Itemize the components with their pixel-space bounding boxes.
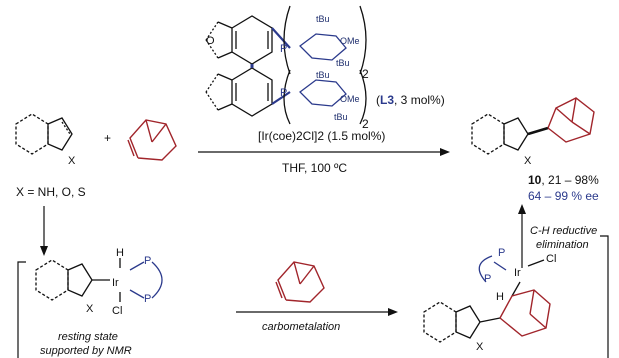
ligand-l3	[205, 5, 367, 125]
ligand-tbu-2: tBu	[336, 58, 350, 68]
carbometalation-arrow	[236, 308, 398, 316]
ligand-ome-1: OMe	[340, 36, 360, 46]
ligand-ome-2: OMe	[340, 94, 360, 104]
ligand-p-upper: P	[280, 43, 287, 55]
product-x-label: X	[524, 155, 532, 167]
product-norbornyl	[547, 97, 595, 143]
norbornene-reagent	[127, 119, 177, 161]
ligand-code: L3	[380, 93, 394, 107]
alkyl-cl-label: Cl	[546, 253, 556, 265]
alkyl-iridium-complex	[423, 255, 545, 343]
resting-state-line1: resting state	[58, 331, 118, 343]
bracket-left	[17, 261, 26, 358]
ligand-loading: , 3 mol%)	[394, 93, 445, 107]
ligand-sub-1: 2	[362, 67, 369, 81]
alkyl-p-upper: P	[498, 247, 505, 259]
main-reaction-arrow	[198, 148, 450, 156]
alkyl-norbornyl	[499, 289, 551, 337]
substrate-x-label: X	[68, 155, 76, 167]
ligand-label: (L3, 3 mol%)	[376, 93, 445, 107]
coordination-arrow	[40, 206, 48, 256]
alkyl-p-lower: P	[484, 273, 491, 285]
carbometalation-label: carbometalation	[262, 321, 340, 333]
product-ee: 64 – 99 % ee	[528, 189, 599, 203]
scope-text: X = NH, O, S	[16, 185, 86, 199]
product-structure	[471, 113, 549, 155]
reductive-elimination-line2: elimination	[536, 239, 589, 251]
alkyl-h-label: H	[496, 291, 504, 303]
reductive-elimination-line1: C-H reductive	[530, 225, 597, 237]
resting-h-label: H	[116, 247, 124, 259]
ligand-sub-2: 2	[362, 117, 369, 131]
resting-cl-label: Cl	[112, 305, 122, 317]
product-number: 10	[528, 173, 542, 187]
resting-p-upper: P	[144, 255, 151, 267]
catalyst-text: [Ir(coe)2Cl]2 (1.5 mol%)	[258, 129, 385, 143]
product-yield: 10, 21 – 98%	[528, 173, 599, 187]
alkyl-x-label: X	[476, 341, 484, 353]
substrate-heteroarene	[15, 113, 73, 155]
ligand-tbu-4: tBu	[334, 112, 348, 122]
product-yield-range: , 21 – 98%	[541, 173, 599, 187]
resting-state-complex	[35, 258, 163, 302]
reductive-elimination-arrow	[518, 204, 526, 268]
plus-sign: +	[104, 131, 111, 145]
alkyl-ir-label: Ir	[514, 267, 521, 279]
resting-state-line2: supported by NMR	[40, 345, 132, 357]
ligand-o-upper: O	[206, 35, 215, 47]
resting-x-label: X	[86, 303, 94, 315]
ligand-tbu-3: tBu	[316, 70, 330, 80]
ligand-p-lower: P	[280, 87, 287, 99]
norbornene-mid	[275, 261, 325, 303]
resting-ir-label: Ir	[112, 277, 119, 289]
resting-p-lower: P	[144, 293, 151, 305]
ligand-tbu-1: tBu	[316, 14, 330, 24]
conditions-text: THF, 100 ºC	[282, 161, 347, 175]
bracket-right	[600, 235, 609, 358]
